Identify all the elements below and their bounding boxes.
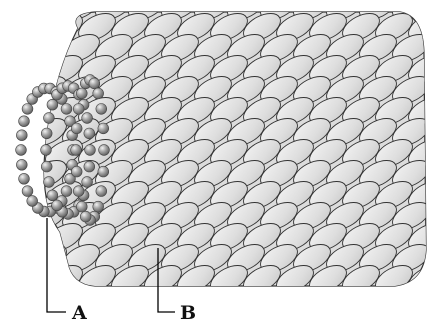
bead (61, 104, 72, 115)
bead (16, 159, 27, 170)
bead (71, 145, 82, 156)
bead (19, 173, 30, 184)
protein-subunit (322, 281, 368, 319)
bead (47, 99, 58, 110)
bead (96, 186, 107, 197)
bead (27, 196, 38, 207)
bead (47, 190, 58, 201)
label-a: A (71, 302, 87, 324)
bead (99, 145, 110, 156)
bead (98, 166, 109, 177)
protein-subunit (25, 0, 71, 25)
bead (16, 130, 27, 141)
bead (93, 88, 104, 99)
bead (44, 113, 55, 124)
bead (41, 145, 52, 156)
bead (93, 201, 104, 212)
protein-subunit (190, 281, 236, 319)
protein-subunit (25, 281, 71, 319)
protein-subunit (421, 281, 435, 319)
bead (76, 88, 87, 99)
protein-subunit (289, 281, 335, 319)
bead (82, 113, 93, 124)
bead (22, 104, 33, 115)
protein-subunit (388, 281, 434, 319)
bead (71, 166, 82, 177)
bead (84, 128, 95, 139)
capsid-body (25, 0, 435, 319)
bead (41, 161, 52, 172)
bead (41, 128, 52, 139)
bead (80, 211, 91, 222)
bead (73, 104, 84, 115)
bead (52, 200, 63, 211)
bead (84, 161, 95, 172)
bead (73, 186, 84, 197)
bead (89, 78, 100, 89)
bead (61, 186, 72, 197)
bead (19, 116, 30, 127)
protein-subunit (223, 281, 269, 319)
bead (98, 123, 109, 134)
bead (22, 186, 33, 197)
protein-subunit (355, 281, 401, 319)
protein-subunit (421, 0, 435, 25)
bead (16, 145, 27, 156)
bead (71, 123, 82, 134)
bead (96, 104, 107, 115)
protein-subunit (256, 281, 302, 319)
bead (44, 177, 55, 188)
bead (76, 201, 87, 212)
bead (82, 177, 93, 188)
protein-subunit (124, 281, 170, 319)
label-b: B (180, 302, 196, 324)
protein-subunit (91, 281, 137, 319)
bead (85, 145, 96, 156)
